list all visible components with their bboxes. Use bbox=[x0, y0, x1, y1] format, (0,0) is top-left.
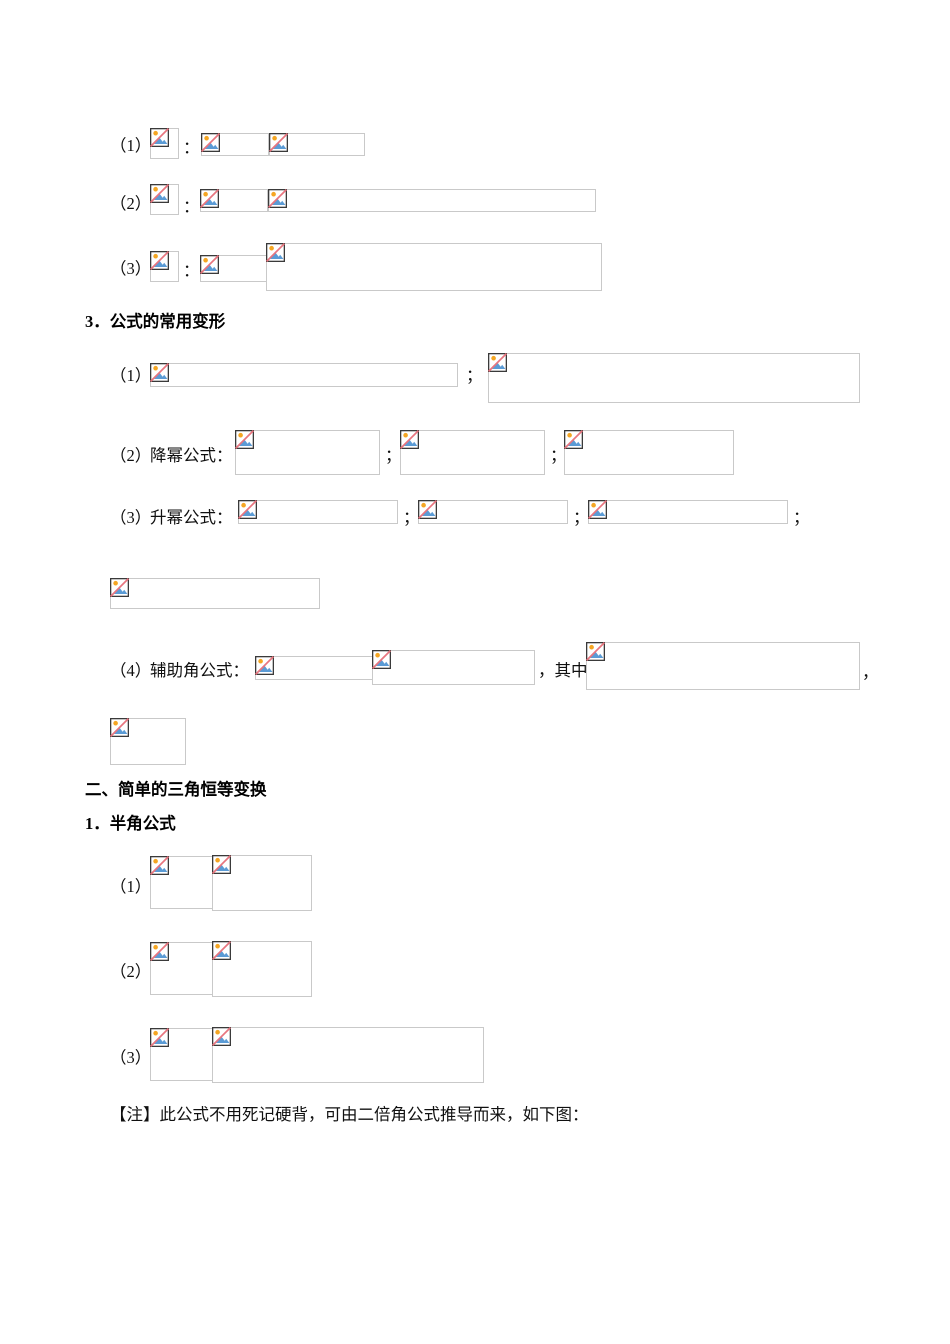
halfangle-label-1: （1） bbox=[110, 877, 152, 896]
broken-image-icon bbox=[564, 430, 583, 449]
separator-colon-1: ： bbox=[183, 138, 200, 157]
sec3-separator-1: ； bbox=[466, 366, 483, 385]
halfangle-box-3-b bbox=[212, 1027, 484, 1083]
sec3-formula-box-2-b bbox=[400, 430, 545, 475]
sec3-formula-box-3-c bbox=[588, 500, 788, 524]
sec3-formula-box-3-b bbox=[418, 500, 568, 524]
sec3-formula-box-2-c bbox=[564, 430, 734, 475]
broken-image-icon bbox=[212, 1027, 231, 1046]
sec3-separator-2b: ； bbox=[550, 446, 567, 465]
broken-image-icon bbox=[400, 430, 419, 449]
broken-image-icon bbox=[418, 500, 437, 519]
sec3-name-3: 升幂公式： bbox=[150, 508, 233, 527]
broken-image-icon bbox=[268, 189, 287, 208]
sec3-mid-4: ，其中 bbox=[538, 661, 588, 680]
sec3-label-1: （1） bbox=[110, 366, 152, 385]
broken-image-icon bbox=[266, 243, 285, 262]
broken-image-icon bbox=[110, 718, 129, 737]
list-label-1: （1） bbox=[110, 136, 152, 155]
sec3-separator-3b: ； bbox=[573, 508, 590, 527]
broken-image-icon bbox=[150, 128, 169, 147]
broken-image-icon bbox=[586, 642, 605, 661]
sec3-label-3: （3） bbox=[110, 508, 152, 527]
broken-image-icon bbox=[238, 500, 257, 519]
broken-image-icon bbox=[150, 184, 169, 203]
halfangle-label-2: （2） bbox=[110, 962, 152, 981]
broken-image-icon bbox=[255, 656, 274, 675]
broken-image-icon bbox=[372, 650, 391, 669]
sec3-formula-box-3-d bbox=[110, 578, 320, 609]
broken-image-icon bbox=[200, 189, 219, 208]
sec3-formula-box-4-c bbox=[586, 642, 860, 690]
separator-colon-2: ： bbox=[183, 197, 200, 216]
broken-image-icon bbox=[235, 430, 254, 449]
list-label-3: （3） bbox=[110, 259, 152, 278]
sec3-separator-2a: ； bbox=[385, 446, 402, 465]
sec3-name-4: 辅助角公式： bbox=[150, 661, 249, 680]
sec3-formula-box-3-a bbox=[238, 500, 398, 524]
broken-image-icon bbox=[150, 942, 169, 961]
section-subheading-half-angle: 1．半角公式 bbox=[85, 814, 176, 833]
broken-image-icon bbox=[150, 251, 169, 270]
sec3-tail-4: ， bbox=[862, 663, 879, 682]
broken-image-icon bbox=[150, 363, 169, 382]
broken-image-icon bbox=[200, 255, 219, 274]
broken-image-icon bbox=[588, 500, 607, 519]
sec3-formula-box-1-b bbox=[488, 353, 860, 403]
sec3-formula-box-1-a bbox=[150, 363, 458, 387]
list-label-2: （2） bbox=[110, 194, 152, 213]
halfangle-label-3: （3） bbox=[110, 1048, 152, 1067]
sec3-formula-box-2-a bbox=[235, 430, 380, 475]
sec3-separator-3c: ； bbox=[793, 508, 810, 527]
section-heading-2: 二、简单的三角恒等变换 bbox=[85, 780, 267, 799]
sec3-formula-box-4-a bbox=[255, 656, 375, 680]
broken-image-icon bbox=[212, 855, 231, 874]
separator-colon-3: ： bbox=[183, 261, 200, 280]
broken-image-icon bbox=[488, 353, 507, 372]
sec3-label-4: （4） bbox=[110, 661, 152, 680]
formula-box-3-c bbox=[266, 243, 602, 291]
note-text: 【注】此公式不用死记硬背，可由二倍角公式推导而来，如下图： bbox=[110, 1105, 589, 1124]
broken-image-icon bbox=[150, 856, 169, 875]
section-heading-3: 3．公式的常用变形 bbox=[85, 312, 226, 331]
sec3-separator-3a: ； bbox=[403, 508, 420, 527]
sec3-name-2: 降幂公式： bbox=[150, 446, 233, 465]
formula-box-2-c bbox=[268, 189, 596, 212]
broken-image-icon bbox=[110, 578, 129, 597]
sec3-formula-box-4-b bbox=[372, 650, 535, 685]
broken-image-icon bbox=[150, 1028, 169, 1047]
halfangle-box-2-a bbox=[150, 942, 213, 995]
broken-image-icon bbox=[201, 133, 220, 152]
broken-image-icon bbox=[269, 133, 288, 152]
sec3-label-2: （2） bbox=[110, 446, 152, 465]
broken-image-icon bbox=[212, 941, 231, 960]
